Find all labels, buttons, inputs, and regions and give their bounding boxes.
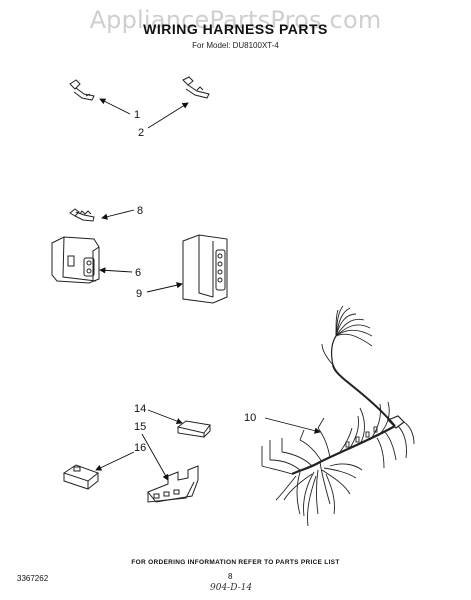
leader-10 bbox=[264, 417, 321, 434]
part-2-terminal bbox=[182, 76, 210, 99]
page-title: WIRING HARNESS PARTS bbox=[143, 21, 328, 37]
watermark: AppliancePartsPros.com bbox=[89, 6, 382, 34]
callout-9: 9 bbox=[136, 288, 142, 300]
callout-14: 14 bbox=[134, 403, 146, 415]
leader-1 bbox=[99, 98, 131, 115]
part-16-block bbox=[62, 464, 100, 490]
leader-6 bbox=[99, 267, 133, 274]
callout-10: 10 bbox=[244, 412, 256, 424]
part-9-connector bbox=[182, 234, 228, 304]
handwritten-note: 904-D-14 bbox=[210, 583, 253, 593]
callout-15: 15 bbox=[134, 421, 146, 433]
part-6-connector bbox=[51, 236, 100, 284]
leader-9 bbox=[146, 282, 183, 293]
leader-8 bbox=[101, 209, 135, 220]
callout-2: 2 bbox=[138, 127, 144, 139]
callout-6: 6 bbox=[135, 267, 141, 279]
doc-number: 3367262 bbox=[17, 574, 49, 583]
ordering-note: FOR ORDERING INFORMATION REFER TO PARTS … bbox=[131, 559, 340, 566]
page-number: 8 bbox=[228, 572, 233, 581]
callout-1: 1 bbox=[134, 109, 140, 121]
leader-16 bbox=[95, 451, 135, 471]
part-15-connector bbox=[147, 465, 199, 503]
part-14-block bbox=[176, 420, 211, 438]
part-1-terminal bbox=[69, 79, 95, 101]
part-10-wiring-harness bbox=[261, 305, 415, 527]
callout-8: 8 bbox=[137, 205, 143, 217]
callout-16: 16 bbox=[134, 442, 146, 454]
leader-14 bbox=[147, 409, 183, 425]
leader-15 bbox=[141, 433, 169, 481]
model-line: For Model: DU8100XT-4 bbox=[192, 41, 279, 50]
part-8-terminal bbox=[69, 208, 95, 222]
leader-2 bbox=[147, 102, 189, 129]
